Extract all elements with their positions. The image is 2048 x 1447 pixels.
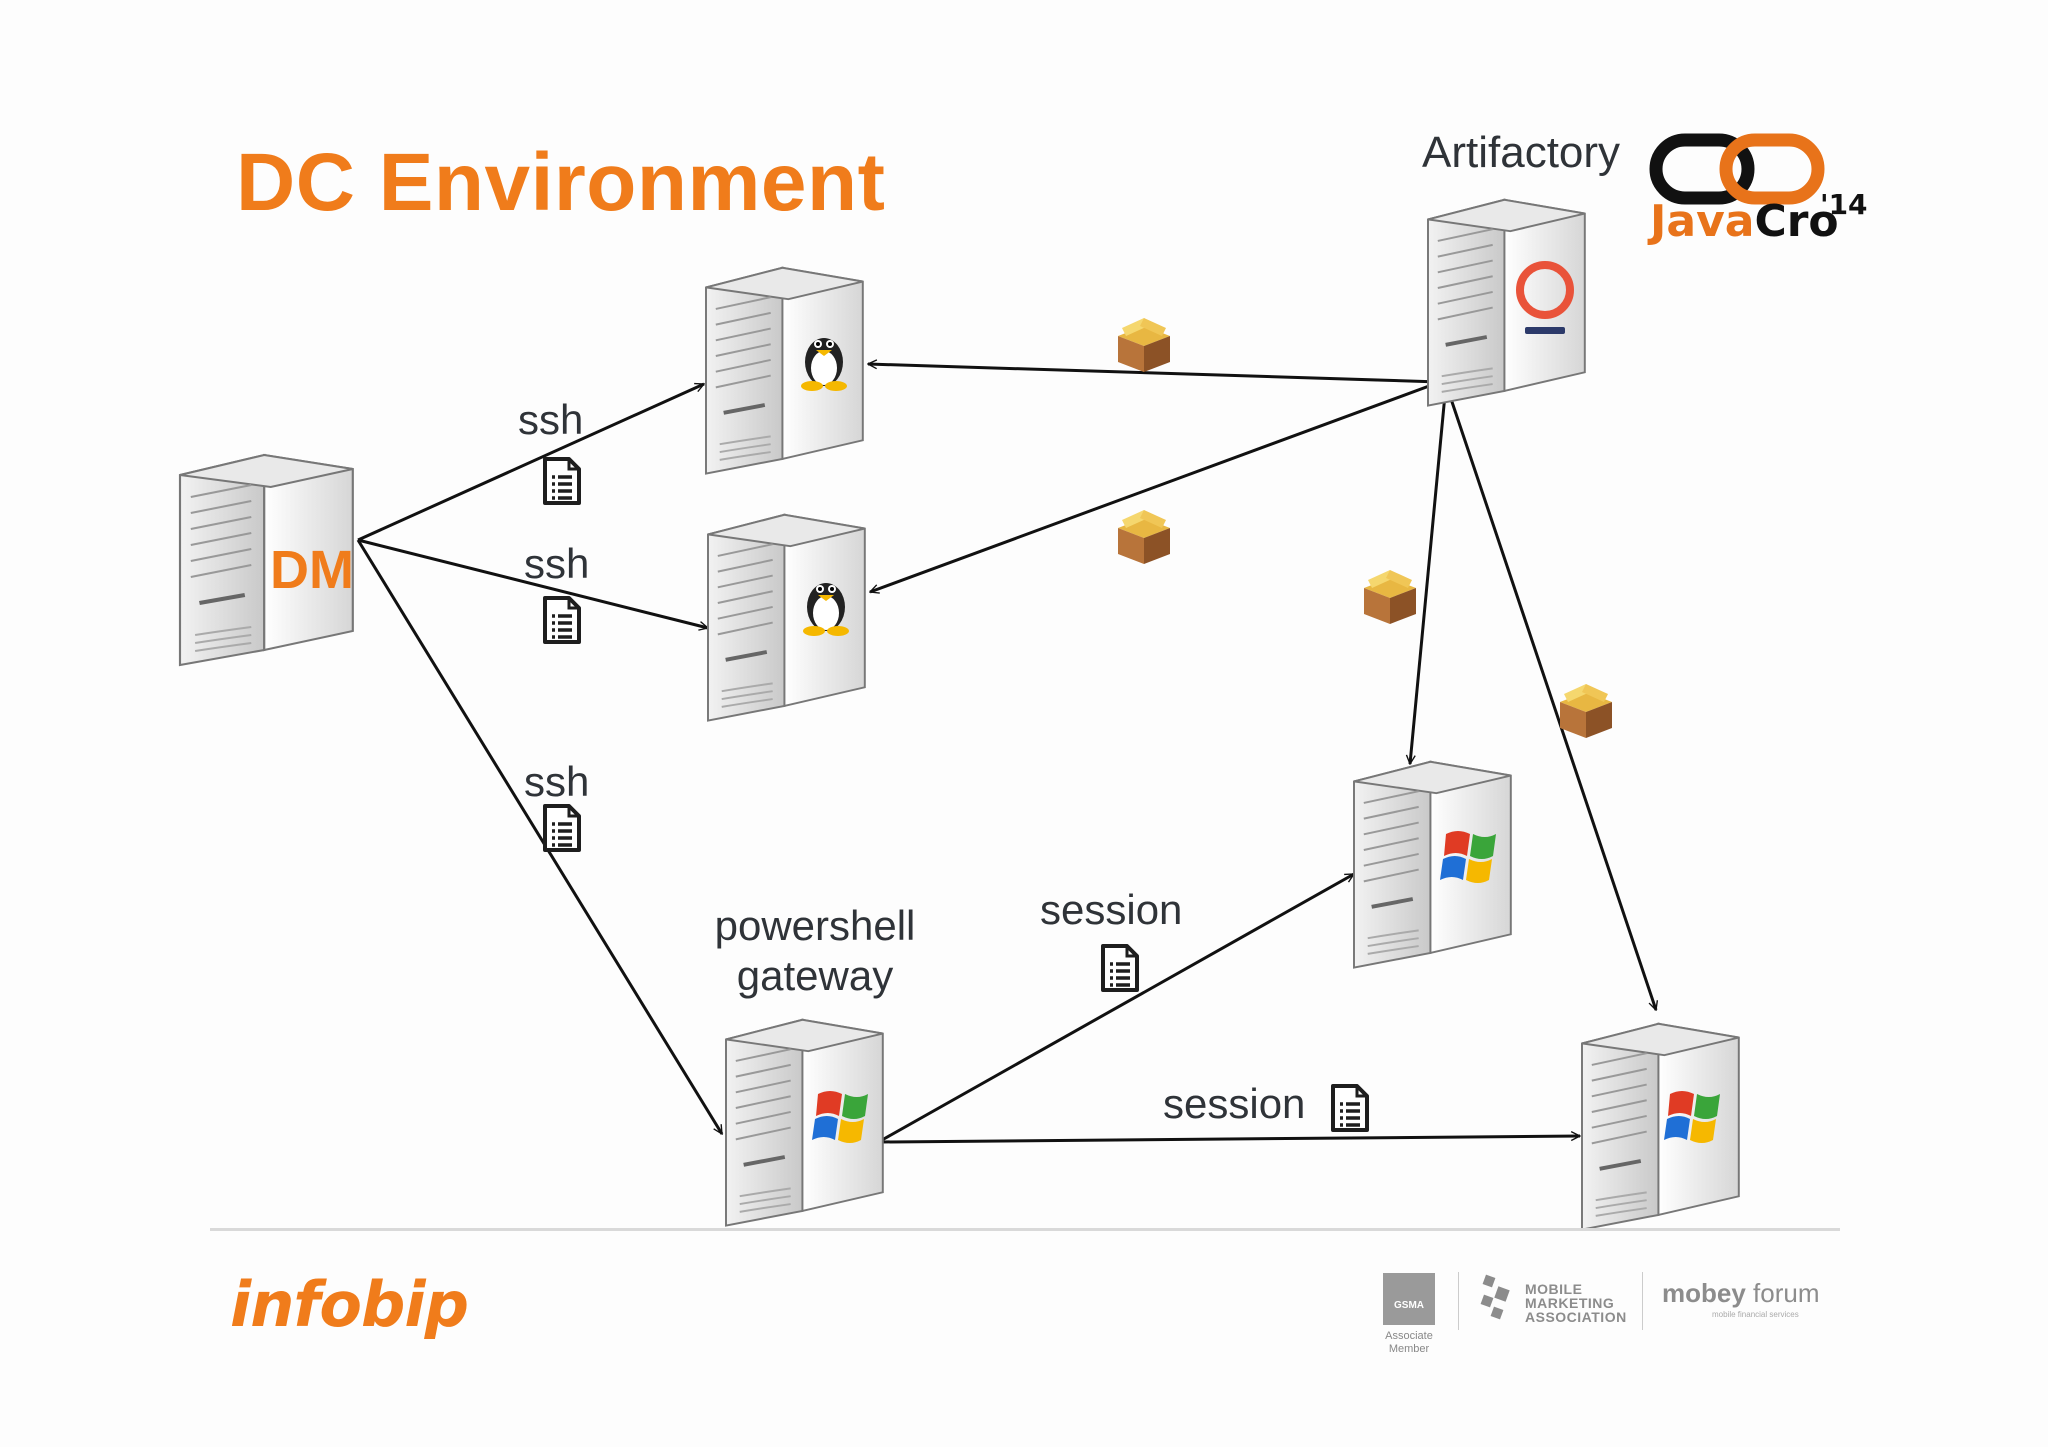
- package-box-icon: [1118, 510, 1170, 564]
- package-box-icon: [1560, 684, 1612, 738]
- deploy-arrow-windows-2: [1444, 383, 1656, 1010]
- mobey-sub: mobile financial services: [1712, 1310, 1799, 1319]
- ssh-arrow-gateway: [356, 539, 724, 1134]
- footer-separator: [1642, 1272, 1643, 1330]
- gsma-sub: Associate Member: [1385, 1330, 1433, 1355]
- mma-logo-icon: [1480, 1274, 1510, 1320]
- dm-badge: DM: [270, 540, 354, 600]
- footer-separator: [1458, 1272, 1459, 1330]
- footer-divider: [210, 1228, 1840, 1231]
- javacro-logo-icon: [1649, 133, 1825, 205]
- deploy-arrow-linux-2: [870, 380, 1441, 592]
- document-icon: [1101, 944, 1139, 992]
- session-label: session: [1163, 1080, 1306, 1127]
- powershell-gateway-label-line2: gateway: [736, 952, 894, 999]
- session-label: session: [1040, 886, 1183, 933]
- document-icon: [543, 804, 581, 852]
- windows-server-2: [1580, 1021, 1741, 1232]
- ssh-label: ssh: [524, 758, 590, 805]
- document-icon: [543, 596, 581, 644]
- artifactory-server: [1426, 197, 1587, 408]
- session-arrow-windows-1: [881, 872, 1354, 1142]
- gsma-logo-icon: [1383, 1273, 1435, 1325]
- mma-label: MOBILE MARKETING ASSOCIATION: [1525, 1281, 1627, 1325]
- javacro-wordmark: JavaCro: [1650, 196, 1839, 247]
- deploy-arrow-windows-1: [1410, 383, 1448, 764]
- javacro-cro: Cro: [1754, 196, 1839, 247]
- connection-arrows: [356, 364, 1656, 1144]
- mobey-bold: mobey: [1662, 1278, 1746, 1308]
- session-arrow-windows-2: [881, 1136, 1580, 1144]
- mobey-rest: forum: [1745, 1278, 1820, 1308]
- mobey-forum-logo: mobey forum: [1662, 1278, 1820, 1309]
- javacro-year: '14: [1820, 188, 1868, 221]
- infobip-logo: infobip: [230, 1268, 469, 1341]
- ssh-label: ssh: [524, 540, 590, 587]
- package-box-icon: [1118, 318, 1170, 372]
- ssh-label: ssh: [518, 396, 584, 443]
- powershell-gateway-label-line1: powershell: [714, 902, 916, 949]
- gsma-label: GSMA: [1394, 1300, 1424, 1311]
- page-title: DC Environment: [236, 137, 886, 228]
- deploy-arrow-linux-1: [868, 364, 1441, 384]
- ssh-arrow-linux-1: [357, 382, 704, 542]
- ssh-arrow-linux-2: [357, 538, 708, 628]
- document-icon: [1331, 1084, 1369, 1132]
- document-icon: [543, 457, 581, 505]
- package-box-icon: [1364, 570, 1416, 624]
- artifactory-logo-icon: [1516, 261, 1574, 334]
- artifactory-label: Artifactory: [1422, 128, 1621, 177]
- javacro-java: Java: [1650, 196, 1755, 247]
